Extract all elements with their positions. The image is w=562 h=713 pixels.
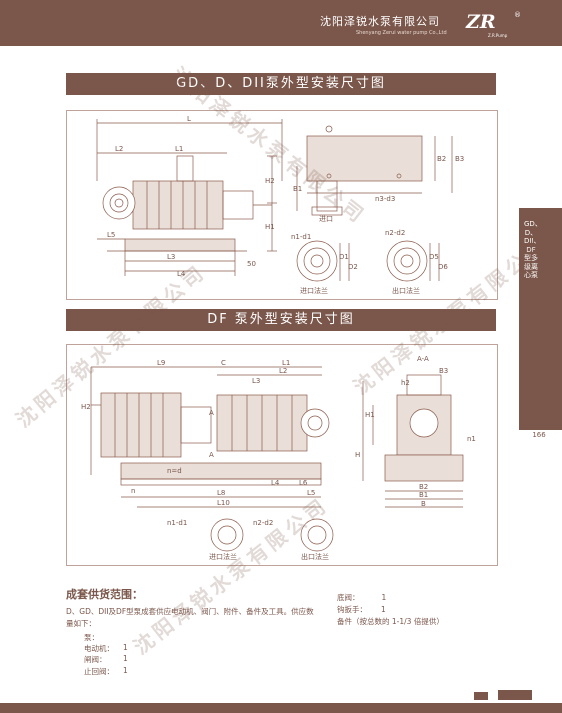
label-n2-d2: n2-d2	[385, 229, 405, 237]
scope-item-qty: 1	[123, 643, 128, 652]
scope-item-name: 钩扳手：	[337, 605, 367, 614]
dim-l4: L4	[177, 270, 186, 278]
label-n3-d3: n3-d3	[375, 195, 395, 203]
df-dim-l6: L6	[299, 479, 308, 487]
df-dim-l8: L8	[217, 489, 225, 497]
scope-right-item-hook-wrench: 钩扳手： 1	[337, 604, 386, 615]
scope-item-name: 电动机：	[84, 644, 114, 653]
df-label-n: n	[131, 487, 135, 495]
drawing-panel-gd-d: L L2 L1 L3 L4 L5 H2 H1 50 B1 B2 B3 n3-d3…	[66, 110, 498, 300]
dim-50: 50	[247, 260, 256, 268]
df-dim-l2: L2	[279, 367, 287, 375]
df-dim-b1: B1	[419, 491, 428, 499]
drawing-gd-d: L L2 L1 L3 L4 L5 H2 H1 50 B1 B2 B3 n3-d3…	[96, 115, 464, 295]
dim-b2: B2	[437, 155, 446, 163]
df-dim-l9: L9	[157, 359, 165, 367]
df-label-a-top: A	[209, 409, 214, 417]
df-label-n1: n1	[467, 435, 476, 443]
df-dim-b: B	[421, 500, 426, 508]
scope-right-item-spare-parts: 备件（按总数的 1-1/3 倍提供）	[337, 616, 444, 627]
dim-d1: D1	[339, 253, 349, 261]
label-inlet: 进口	[319, 215, 333, 223]
df-dim-l3: L3	[252, 377, 260, 385]
df-dim-l10: L10	[217, 499, 230, 507]
df-dim-b3: B3	[439, 367, 448, 375]
dim-l2: L2	[115, 145, 123, 153]
company-name-en: Shenyang Zerui water pump Co.,Ltd	[356, 30, 447, 36]
scope-item-name: 止回阀：	[84, 667, 114, 676]
dim-b3: B3	[455, 155, 464, 163]
dim-l1: L1	[175, 145, 183, 153]
dim-l3: L3	[167, 253, 175, 261]
df-label-n1-d1: n1-d1	[167, 519, 187, 527]
dim-l5: L5	[107, 231, 115, 239]
scope-item-qty: 1	[123, 666, 128, 675]
side-tab-label: GD、D、DII、DF型多级离心泵	[524, 220, 542, 279]
scope-title: 成套供货范围：	[66, 588, 143, 601]
logo-subtitle: Z.R.Pump	[488, 33, 508, 38]
df-dim-l1: L1	[282, 359, 290, 367]
section-title-df: DF 泵外型安装尺寸图	[66, 309, 496, 331]
df-dim-h2: H2	[81, 403, 91, 411]
df-dim-l4: L4	[271, 479, 280, 487]
scope-item-name: 泵：	[84, 633, 99, 642]
scope-right-item-foot-valve: 底阀： 1	[337, 592, 386, 603]
dim-d5: D5	[429, 253, 439, 261]
df-dim-h1: H1	[365, 411, 375, 419]
df-label-a-bottom: A	[209, 451, 214, 459]
label-n1-d1: n1-d1	[291, 233, 311, 241]
registered-mark: ®	[514, 11, 521, 19]
footer-block-large	[498, 690, 532, 700]
dim-d2: D2	[348, 263, 358, 271]
scope-item-qty: 1	[123, 654, 128, 663]
label-inlet-flange: 进口法兰	[300, 286, 328, 295]
df-dim-l5: L5	[307, 489, 315, 497]
footer-block-small	[474, 692, 488, 700]
scope-item-qty: 1	[381, 593, 387, 602]
df-label-inlet-flange: 进口法兰	[209, 552, 237, 561]
side-tab	[519, 208, 562, 430]
company-logo: ZR	[466, 11, 496, 33]
dim-b1: B1	[293, 185, 302, 193]
dim-h2: H2	[265, 177, 275, 185]
df-dim-h: H	[355, 451, 360, 459]
df-dim-c: C	[221, 359, 226, 367]
scope-item-qty: 1	[381, 605, 386, 614]
scope-intro: D、GD、DII及DF型泵成套供应电动机、阀门、附件、备件及工具。供应数量如下：	[66, 607, 314, 628]
drawing-df: L9 C L1 L2 L3 H2 A A n=d L6 L4 L8 L10 n …	[81, 355, 476, 561]
footer-bar	[0, 703, 562, 713]
label-outlet-flange: 出口法兰	[392, 286, 420, 295]
scope-item-name: 备件（按总数的 1-1/3 倍提供）	[337, 617, 444, 626]
scope-item-name: 底阀：	[337, 593, 360, 602]
df-label-n-d: n=d	[167, 467, 182, 475]
company-name: 沈阳泽锐水泵有限公司	[320, 15, 440, 28]
df-label-outlet-flange: 出口法兰	[301, 552, 329, 561]
section-title-gd-d: GD、D、DII泵外型安装尺寸图	[66, 73, 496, 95]
drawing-panel-df: L9 C L1 L2 L3 H2 A A n=d L6 L4 L8 L10 n …	[66, 344, 498, 566]
scope-item-name: 闸阀：	[84, 655, 107, 664]
dim-d6: D6	[438, 263, 448, 271]
header-bar: 沈阳泽锐水泵有限公司 Shenyang Zerui water pump Co.…	[0, 0, 562, 46]
dim-l: L	[187, 115, 191, 123]
df-label-n2-d2: n2-d2	[253, 519, 273, 527]
dim-h1: H1	[265, 223, 275, 231]
df-dim-h2-small: h2	[401, 379, 410, 387]
df-dim-b2: B2	[419, 483, 428, 491]
df-label-a-a: A-A	[417, 355, 429, 363]
page-number: 166	[532, 431, 546, 439]
